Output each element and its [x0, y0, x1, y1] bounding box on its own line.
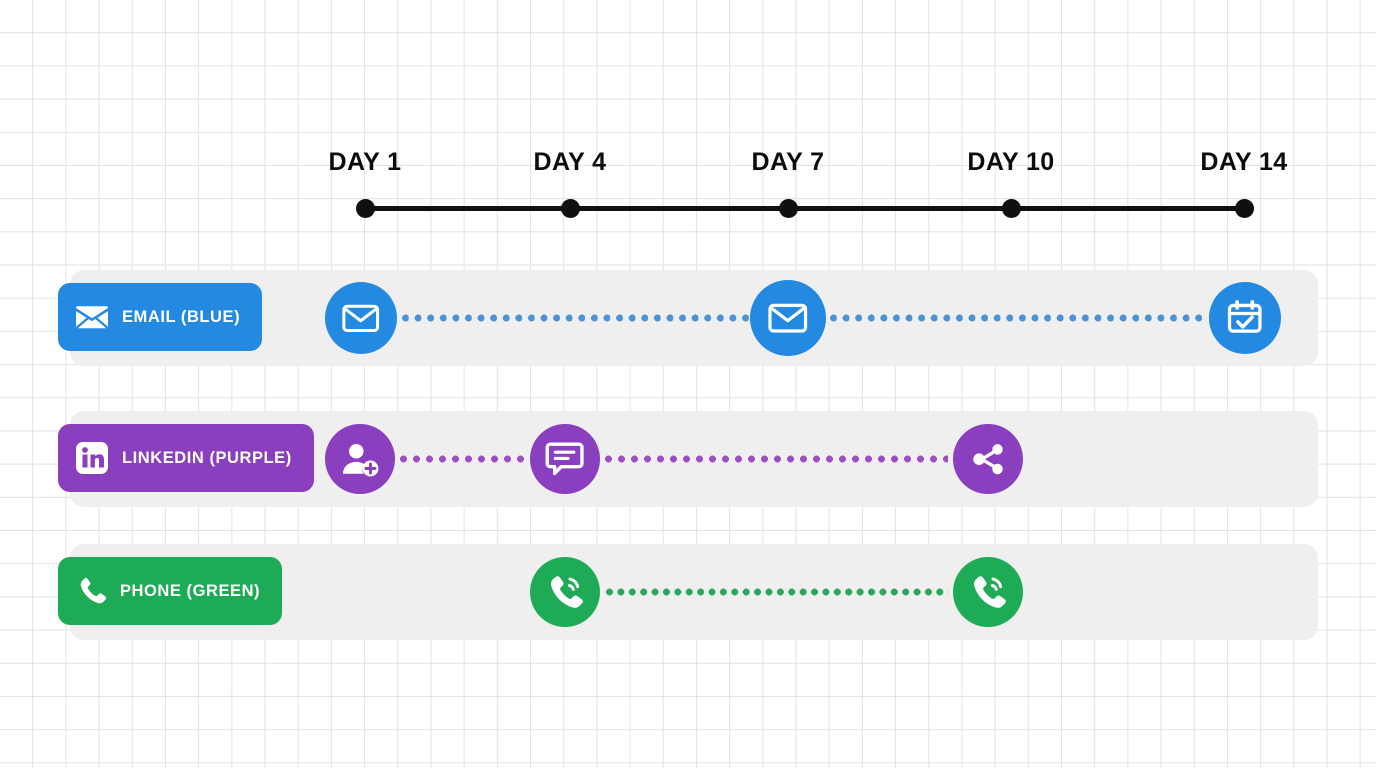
envelope-outline-icon [342, 304, 380, 333]
connector-linkedin-0 [400, 455, 528, 463]
node-email-day-14[interactable] [1209, 282, 1281, 354]
channel-badge-label-email: EMAIL (BLUE) [122, 307, 241, 326]
envelope-outline-icon [768, 303, 808, 333]
chat-bubble-icon [545, 441, 585, 477]
timeline-label-day-14: DAY 14 [1200, 148, 1288, 176]
connector-linkedin-1 [605, 455, 948, 463]
timeline-dot-day-14[interactable] [1234, 198, 1254, 218]
channel-row-linkedin: LINKEDIN (PURPLE) [0, 406, 1376, 516]
connector-email-0 [402, 314, 750, 322]
node-linkedin-day-10[interactable] [953, 424, 1023, 494]
timeline-dot-day-7[interactable] [778, 198, 798, 218]
node-email-day-7[interactable] [750, 280, 826, 356]
phone-handset-icon [76, 576, 106, 606]
envelope-icon [76, 305, 108, 329]
timeline: DAY 1 DAY 4 DAY 7 DAY 10 DAY 14 [0, 0, 1376, 240]
channel-row-phone: PHONE (GREEN) [0, 539, 1376, 649]
node-linkedin-day-1[interactable] [325, 424, 395, 494]
timeline-label-day-10: DAY 10 [967, 148, 1055, 176]
timeline-dot-day-4[interactable] [560, 198, 580, 218]
person-add-icon [341, 441, 380, 477]
node-linkedin-day-4[interactable] [530, 424, 600, 494]
timeline-label-day-1: DAY 1 [328, 148, 402, 176]
node-email-day-1[interactable] [325, 282, 397, 354]
channel-row-email: EMAIL (BLUE) [0, 265, 1376, 375]
node-phone-day-10[interactable] [953, 557, 1023, 627]
timeline-dot-day-10[interactable] [1001, 198, 1021, 218]
connector-email-1 [830, 314, 1207, 322]
timeline-axis-line [365, 205, 1244, 211]
phone-ring-icon [546, 573, 584, 611]
timeline-label-day-7: DAY 7 [751, 148, 825, 176]
calendar-check-icon [1226, 299, 1263, 336]
timeline-dot-day-1[interactable] [355, 198, 375, 218]
connector-phone-0 [606, 588, 948, 596]
phone-ring-icon [969, 573, 1007, 611]
channel-badge-label-phone: PHONE (GREEN) [120, 581, 261, 600]
channel-badge-phone[interactable]: PHONE (GREEN) [58, 557, 283, 625]
node-phone-day-4[interactable] [530, 557, 600, 627]
channel-badge-label-linkedin: LINKEDIN (PURPLE) [122, 448, 292, 467]
timeline-label-day-4: DAY 4 [533, 148, 607, 176]
channel-badge-linkedin[interactable]: LINKEDIN (PURPLE) [58, 424, 314, 492]
channel-badge-email[interactable]: EMAIL (BLUE) [58, 283, 263, 351]
share-nodes-icon [970, 441, 1006, 477]
linkedin-in-icon [76, 442, 108, 474]
